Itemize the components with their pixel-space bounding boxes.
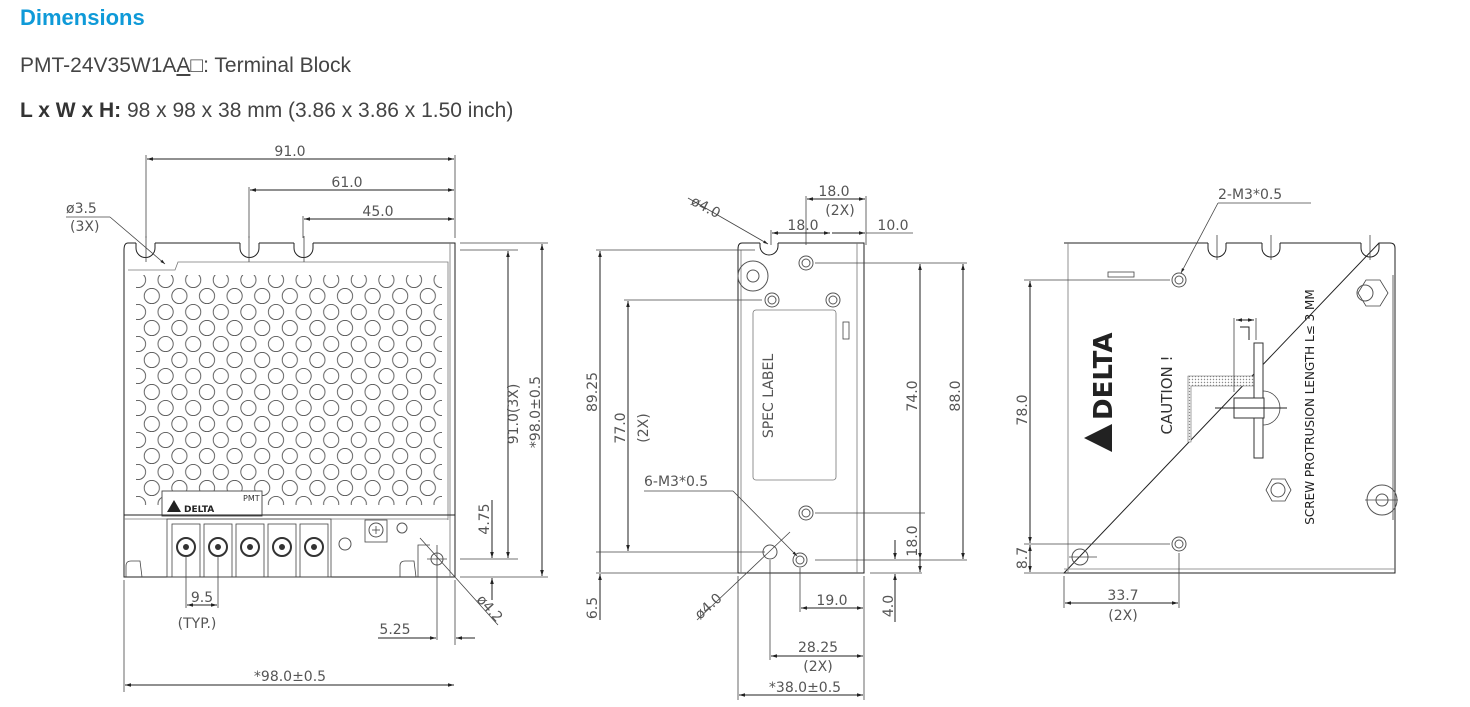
terminal-3 (235, 523, 265, 578)
model-underlined: A (176, 54, 191, 77)
model-suffix: : Terminal Block (203, 54, 351, 77)
dim-top-61: 61.0 (331, 175, 362, 191)
dim-pitch-note: (TYP.) (178, 616, 217, 632)
ventilation-holes (136, 275, 442, 505)
dim-bottom-98: *98.0±0.5 (254, 669, 326, 685)
dim-top-91: 91.0 (274, 144, 305, 160)
m3-holes (764, 255, 841, 568)
dim-right-98: *98.0±0.5 (528, 376, 544, 448)
bottom-view: DELTA CAUTION ! SCREW PROTRUSION LENGTH … (1015, 187, 1398, 624)
caution-text: CAUTION ! (1158, 355, 1176, 434)
dim-slot-dia: ø4.2 (473, 592, 506, 626)
dim-left-87: 8.7 (1015, 547, 1031, 569)
led-indicator (338, 537, 352, 551)
dim-thread-bottom: 2-M3*0.5 (1218, 187, 1282, 203)
dim-bottom-337: 33.7 (1107, 588, 1138, 604)
terminal-block (166, 518, 332, 578)
label-model: PMT (243, 494, 260, 503)
side-view: SPEC LABEL 18.0 (2X) 18.0 10.0 ø4.0 89.2… (585, 184, 967, 700)
label-brand: DELTA (184, 505, 214, 515)
model-line: PMT-24V35W1AA□: Terminal Block (20, 54, 351, 78)
delta-logo-icon (167, 500, 181, 512)
dim-top-18-2x-note: (2X) (825, 203, 854, 219)
dim-bottom-19: 19.0 (816, 593, 847, 609)
dim-hole-count: (3X) (70, 219, 99, 235)
dim-hole-dia-bottom: ø4.0 (692, 590, 726, 623)
dim-bottom-337-note: (2X) (1108, 608, 1137, 624)
dim-top-45: 45.0 (362, 204, 393, 220)
spec-label-text: SPEC LABEL (761, 354, 777, 439)
dim-top-18-2x: 18.0 (818, 184, 849, 200)
dim-thread: 6-M3*0.5 (644, 474, 708, 490)
dim-hole-dia: ø3.5 (66, 201, 97, 217)
screw-protrusion-diagram (1187, 318, 1287, 459)
dim-bottom-2825-note: (2X) (803, 659, 832, 675)
overall-dimensions: L x W x H: 98 x 98 x 38 mm (3.86 x 3.86 … (20, 99, 513, 123)
voltage-adjust-pot (364, 519, 388, 543)
dim-pitch: 9.5 (191, 590, 213, 606)
dim-bottom-2825: 28.25 (798, 640, 838, 656)
dim-left-77-note: (2X) (636, 413, 652, 442)
dim-offset-525: 5.25 (379, 622, 410, 638)
dim-left-77: 77.0 (613, 412, 629, 443)
dim-left-78: 78.0 (1015, 394, 1031, 425)
dim-left-8925: 89.25 (585, 372, 601, 412)
model-prefix: PMT-24V35W1A (20, 54, 177, 77)
terminal-5 (299, 523, 329, 578)
dim-top-18: 18.0 (787, 218, 818, 234)
dim-right-18: 18.0 (905, 525, 921, 556)
section-title: Dimensions (20, 5, 145, 30)
screw-note: SCREW PROTRUSION LENGTH L≤ 3 MM (1303, 289, 1317, 524)
dim-right-475: 4.75 (477, 503, 493, 534)
dim-right-74: 74.0 (905, 380, 921, 411)
bottom-brand: DELTA (1089, 333, 1119, 420)
dim-bottom-38: *38.0±0.5 (769, 680, 841, 696)
dims-value: 98 x 98 x 38 mm (3.86 x 3.86 x 1.50 inch… (121, 99, 514, 122)
terminal-1 (171, 523, 201, 578)
dim-right-91: 91.0(3X) (506, 384, 522, 445)
dim-right-4: 4.0 (881, 595, 897, 617)
dim-left-65: 6.5 (585, 597, 601, 619)
spec-label-area (752, 309, 837, 481)
bottom-delta-logo: DELTA (1084, 333, 1119, 452)
model-box: □ (190, 54, 204, 77)
dim-top-10: 10.0 (877, 218, 908, 234)
terminal-4 (267, 523, 297, 578)
dims-label: L x W x H: (20, 99, 122, 122)
front-view: DELTA PMT 91.0 61.0 (66, 144, 548, 692)
dim-right-88: 88.0 (948, 380, 964, 411)
